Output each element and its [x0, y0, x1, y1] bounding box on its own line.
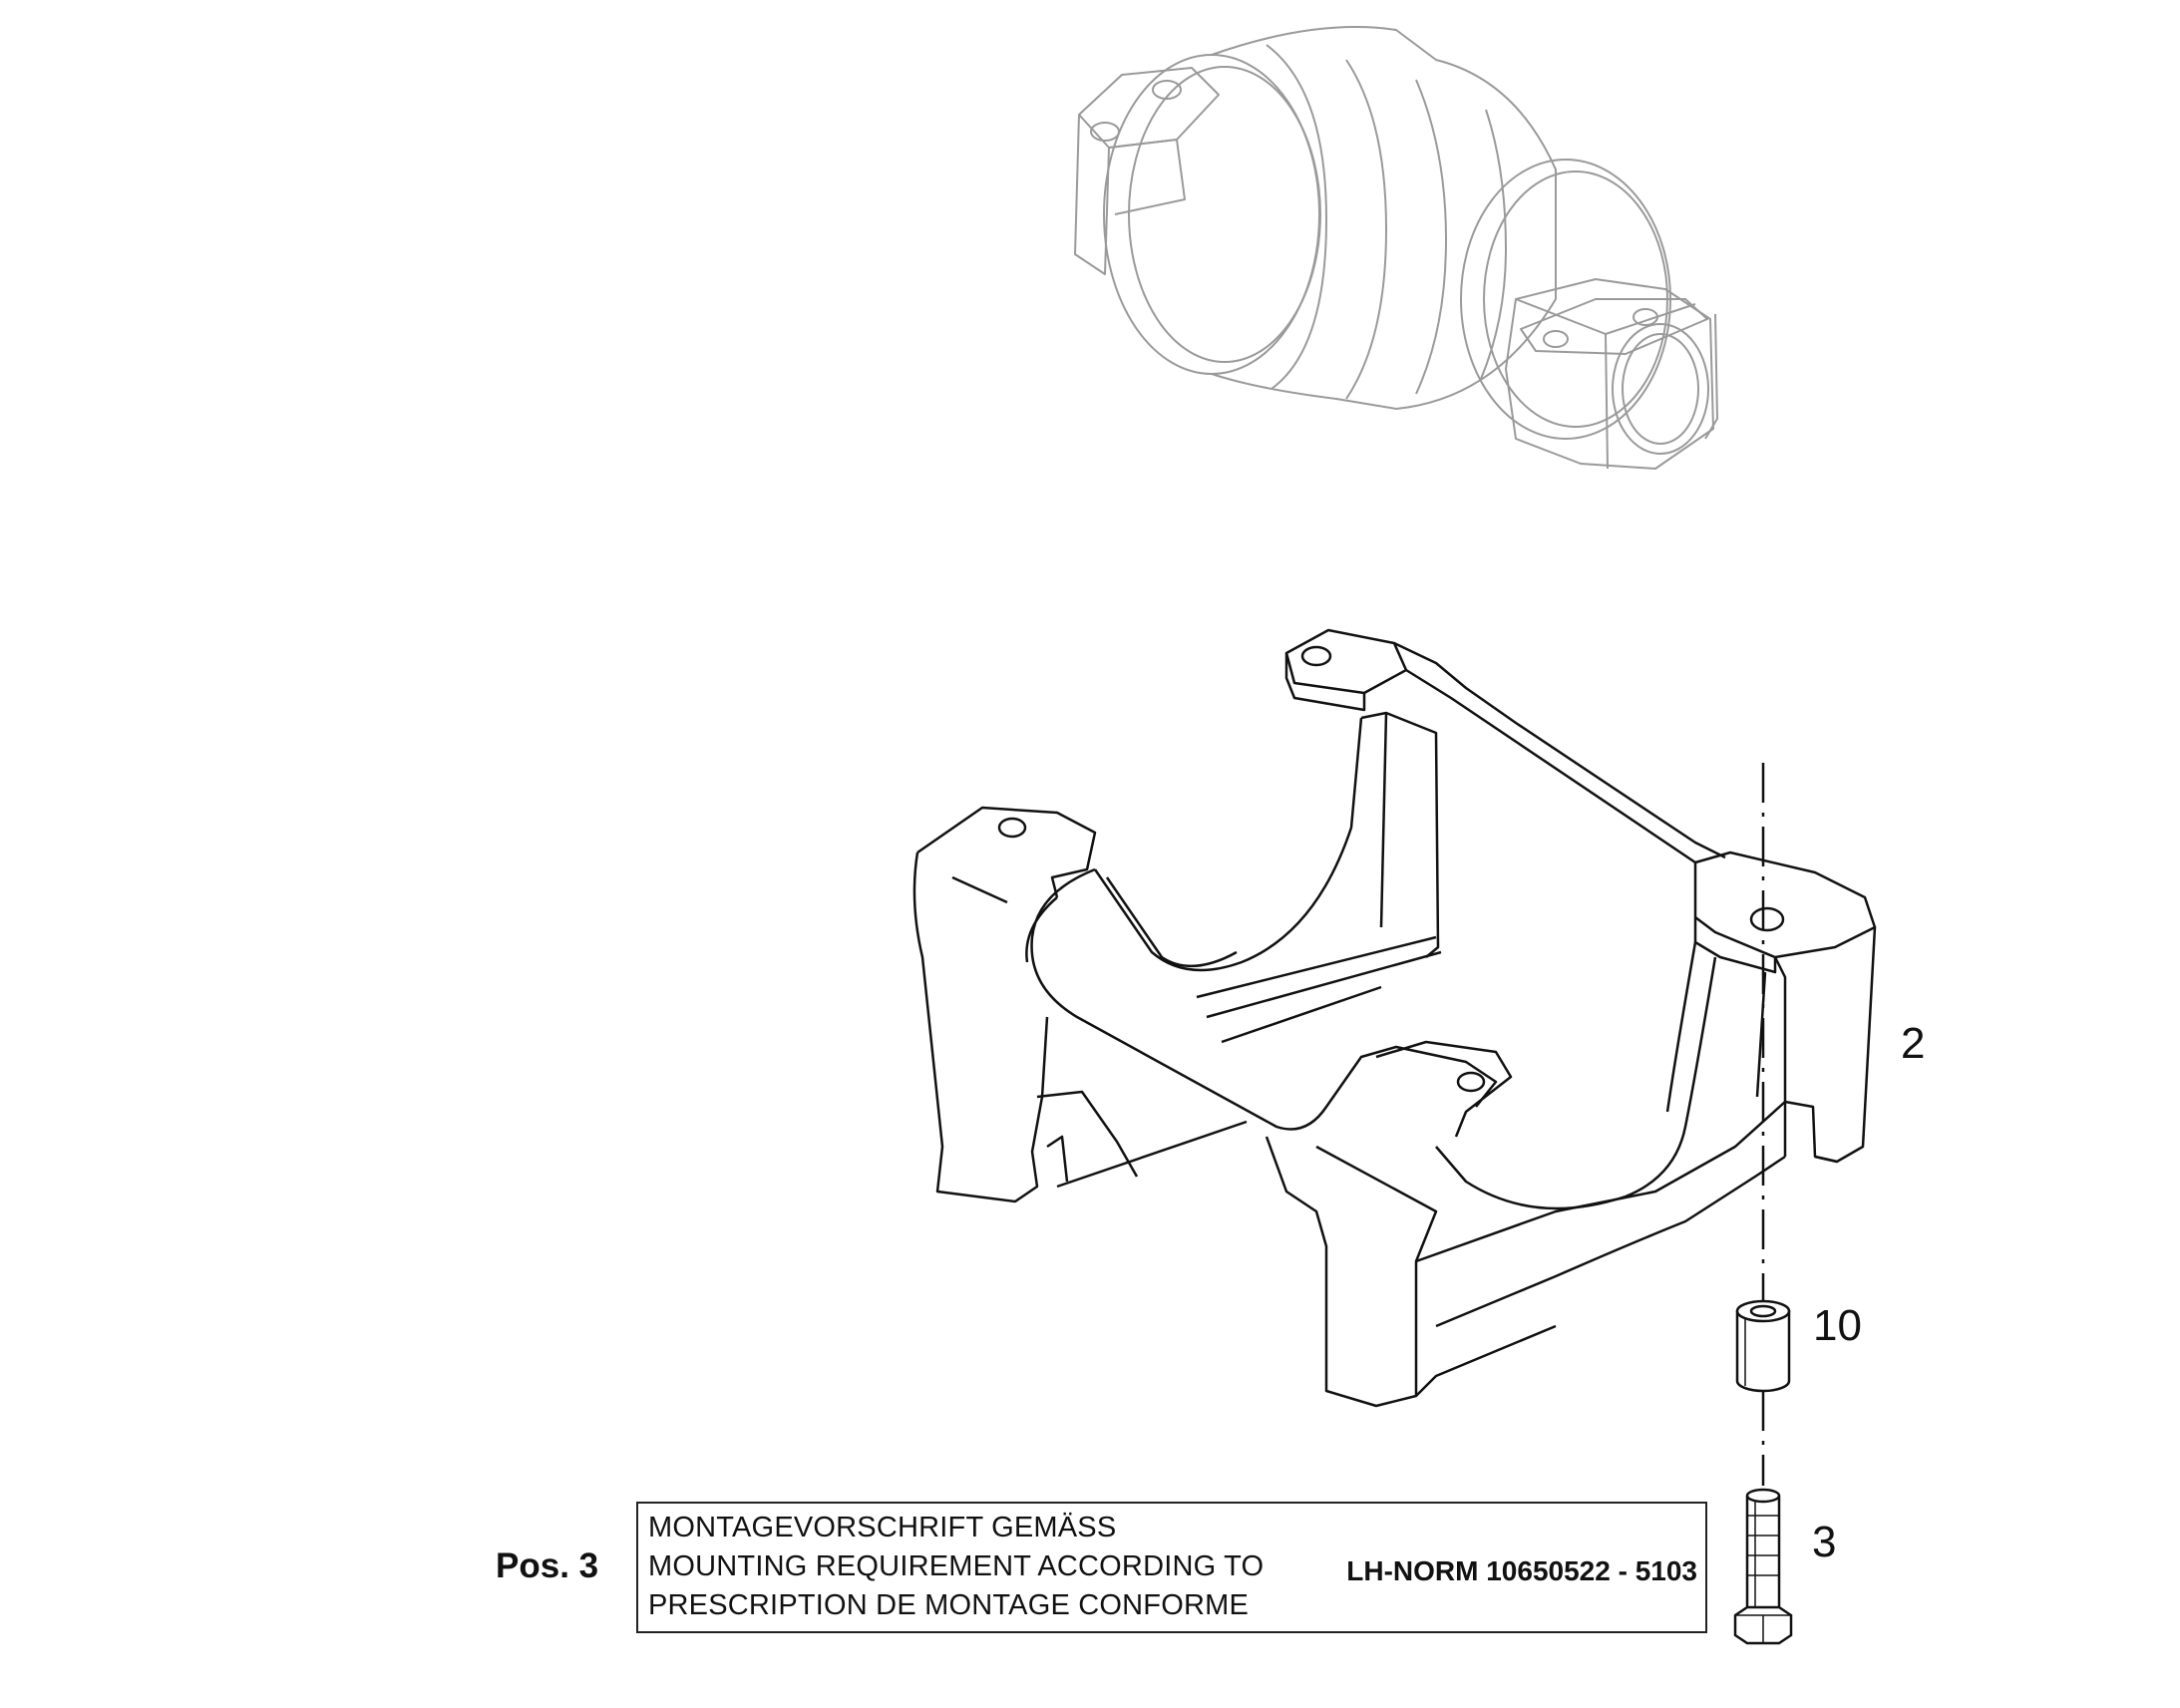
note-line-de: MONTAGEVORSCHRIFT GEMÄSS [648, 1512, 1117, 1543]
pos-label: Pos. 3 [496, 1546, 599, 1585]
mounting-note-box: MONTAGEVORSCHRIFT GEMÄSS MOUNTING REQUIR… [636, 1502, 1707, 1633]
norm-reference: LH-NORM 10650522 - 5103 [1346, 1555, 1697, 1586]
bushing-icon [1735, 1299, 1791, 1393]
roller-frame-icon [912, 628, 1877, 1408]
hex-bolt-icon [1733, 1488, 1793, 1645]
callout-bolt: 3 [1812, 1518, 1837, 1566]
track-roller-icon [1074, 26, 1718, 470]
callout-bushing: 10 [1813, 1301, 1862, 1350]
callout-frame: 2 [1901, 1019, 1926, 1068]
note-line-en: MOUNTING REQUIREMENT ACCORDING TO [648, 1550, 1265, 1582]
note-line-fr: PRESCRIPTION DE MONTAGE CONFORME [648, 1589, 1250, 1621]
